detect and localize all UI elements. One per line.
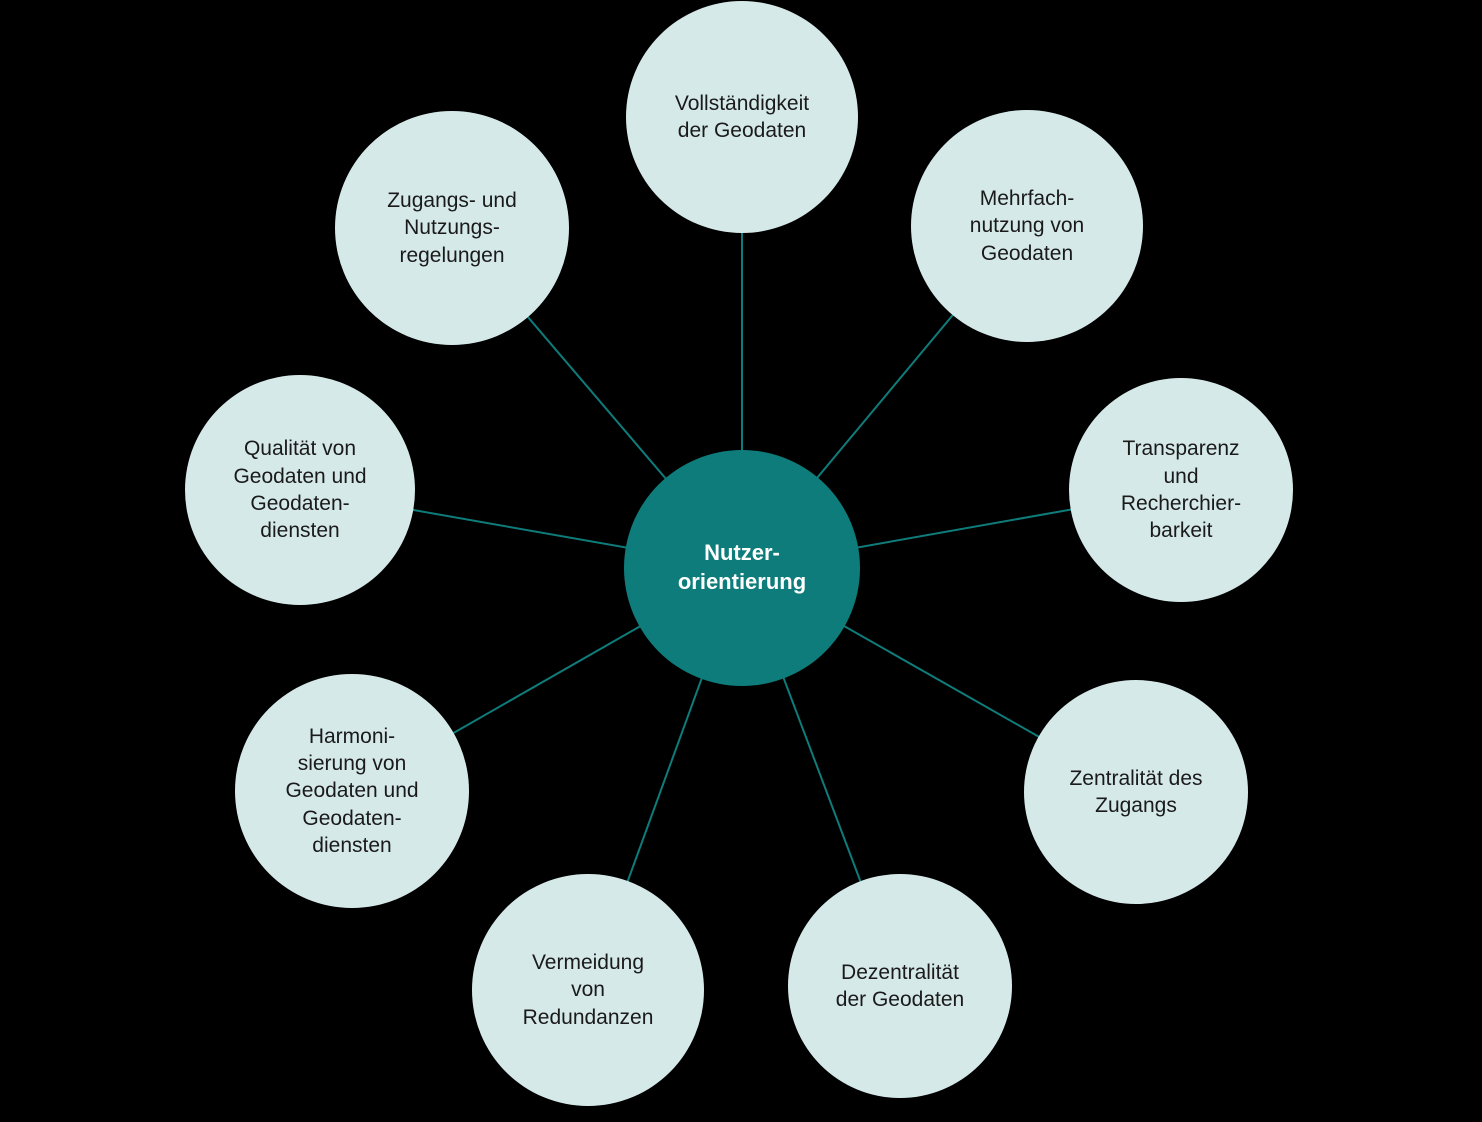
node-label: Zentralität des Zugangs	[1069, 766, 1203, 817]
node-label: Zugangs- und Nutzungs- regelungen	[387, 189, 517, 267]
node-mehrfachnutzung-von-geodaten: Mehrfach- nutzung von Geodaten	[911, 110, 1143, 342]
node-label: Harmoni- sierung von Geodaten und Geodat…	[285, 724, 419, 857]
node-label: Qualität von Geodaten und Geodaten- dien…	[233, 437, 367, 543]
node-label: Mehrfach- nutzung von Geodaten	[969, 187, 1085, 265]
node-transparenz-und-recherchierbarkeit: Transparenz und Recherchier- barkeit	[1069, 378, 1293, 602]
node-label: Vermeidung von Redundanzen	[522, 951, 654, 1029]
node-label: Dezentralität der Geodaten	[835, 960, 965, 1011]
node-vermeidung-von-redundanzen: Vermeidung von Redundanzen	[472, 874, 704, 1106]
node-label: Vollständigkeit der Geodaten	[674, 91, 810, 142]
center-node-nutzerorientierung: Nutzer- orientierung	[624, 450, 860, 686]
node-label: Transparenz und Recherchier- barkeit	[1120, 437, 1242, 543]
node-vollstaendigkeit-der-geodaten: Vollständigkeit der Geodaten	[626, 1, 858, 233]
center-node-label: Nutzer- orientierung	[677, 540, 807, 594]
node-zugangs-und-nutzungsregelungen: Zugangs- und Nutzungs- regelungen	[335, 111, 569, 345]
node-harmonisierung-von-geodaten: Harmoni- sierung von Geodaten und Geodat…	[235, 674, 469, 908]
node-qualitaet-von-geodaten: Qualität von Geodaten und Geodaten- dien…	[185, 375, 415, 605]
node-dezentralitaet-der-geodaten: Dezentralität der Geodaten	[788, 874, 1012, 1098]
node-zentralitaet-des-zugangs: Zentralität des Zugangs	[1024, 680, 1248, 904]
